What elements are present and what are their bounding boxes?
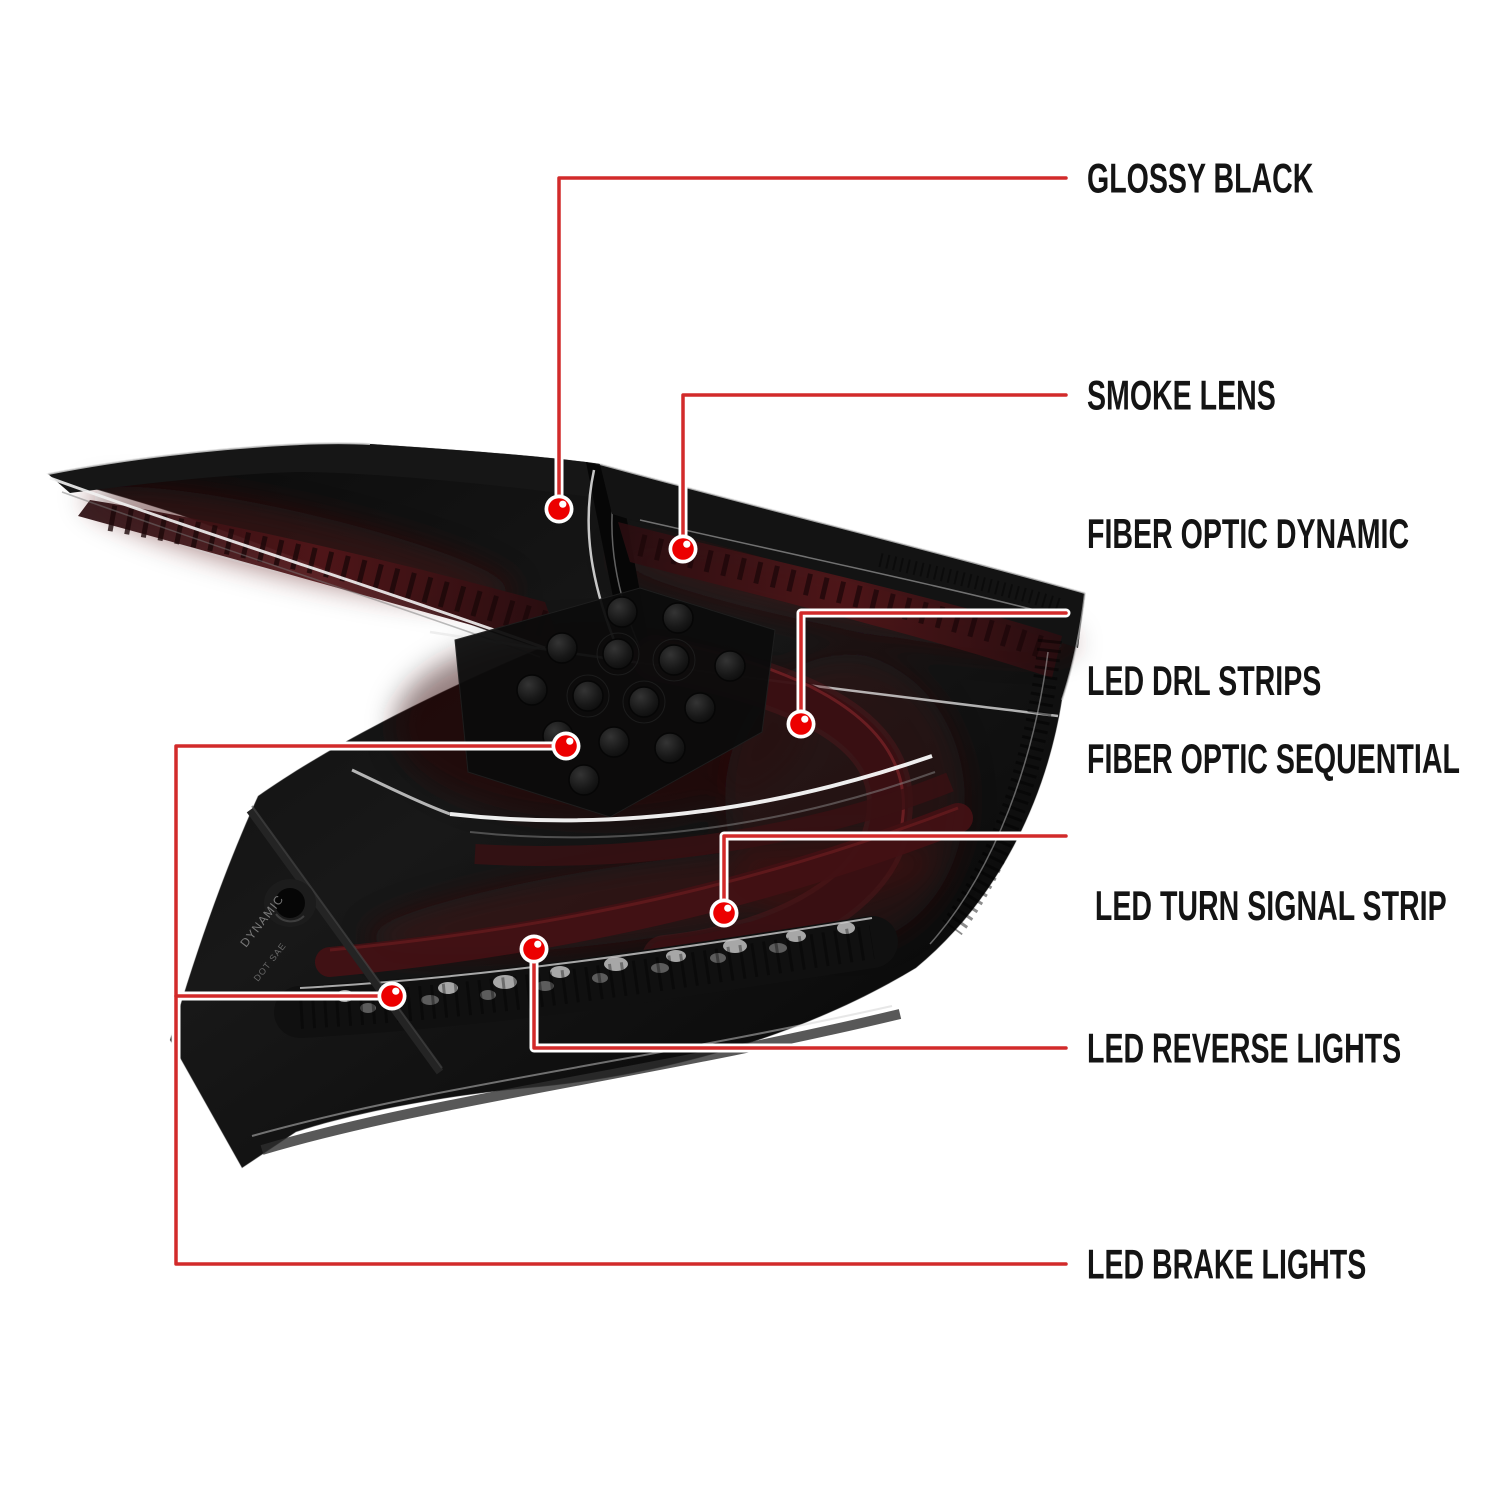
callout-label-text: GLOSSY BLACK xyxy=(1087,154,1314,202)
wing-top-edge-highlight xyxy=(47,442,371,475)
swoosh-highlight-tail xyxy=(351,768,451,816)
callout-dot-drl-strips xyxy=(786,709,816,739)
callout-dot-brake-lights-lower xyxy=(377,981,407,1011)
callout-line-glossy-black xyxy=(557,176,1068,511)
callout-dot-brake-lights-upper xyxy=(551,731,581,761)
swoosh-highlight xyxy=(449,754,933,823)
right-inner-highlight xyxy=(929,651,1049,945)
wing-bottom-edge-highlight xyxy=(49,476,546,650)
callout-label-text: LED BRAKE LIGHTS xyxy=(1087,1240,1367,1288)
bottom-trim-edge xyxy=(251,1005,893,1137)
callout-lines xyxy=(171,173,1071,1269)
wing-band-ribs xyxy=(107,505,552,638)
wing-top-face xyxy=(48,443,612,500)
callout-label-drl-strips: FIBER OPTIC DYNAMIC LED DRL STRIPS xyxy=(1087,411,1409,803)
callout-line-brake-lights xyxy=(174,744,1068,1266)
callout-dot-turn-signal xyxy=(709,898,739,928)
tail-light-product: DYNAMIC DOT SAE xyxy=(46,442,1086,1169)
callout-label-text: FIBER OPTIC DYNAMIC xyxy=(1087,510,1410,557)
callout-line-smoke-lens xyxy=(681,393,1068,551)
callout-label-text: LED DRL STRIPS xyxy=(1087,657,1322,704)
reflection-streak-top xyxy=(639,519,1059,617)
callout-label-text: SMOKE LENS xyxy=(1087,371,1276,419)
callout-label-text: FIBER OPTIC SEQUENTIAL xyxy=(1087,735,1460,782)
callout-label-smoke-lens: SMOKE LENS xyxy=(1087,273,1276,518)
bottom-trim-sheen xyxy=(260,1009,902,1155)
callout-label-brake-lights: LED BRAKE LIGHTS xyxy=(1087,1142,1366,1387)
callout-line-drl-strips xyxy=(799,611,1068,726)
callout-label-reverse-lights: LED REVERSE LIGHTS xyxy=(1087,926,1401,1171)
callout-label-turn-signal: FIBER OPTIC SEQUENTIAL LED TURN SIGNAL S… xyxy=(1087,636,1460,1028)
callout-line-turn-signal xyxy=(722,834,1068,915)
body-top-edge-highlight xyxy=(599,463,1086,594)
body-top-face xyxy=(600,464,1085,648)
callout-dot-glossy-black xyxy=(544,494,574,524)
callout-dot-reverse-lights xyxy=(519,934,549,964)
callout-label-text: LED TURN SIGNAL STRIP xyxy=(1087,882,1447,929)
callout-line-reverse-lights xyxy=(532,947,1068,1050)
reverse-light-strip xyxy=(274,916,898,1038)
callout-dots xyxy=(377,494,816,1011)
right-edge-ribs xyxy=(942,638,1062,936)
turn-signal-strip xyxy=(315,803,973,977)
callout-label-glossy-black: GLOSSY BLACK xyxy=(1087,56,1313,301)
swoosh-shadow xyxy=(469,771,936,839)
body-right-corner-highlight xyxy=(1061,592,1086,701)
callout-dot-smoke-lens xyxy=(668,534,698,564)
swoosh-red-underglow xyxy=(474,772,954,866)
callout-label-text: LED REVERSE LIGHTS xyxy=(1087,1024,1402,1072)
